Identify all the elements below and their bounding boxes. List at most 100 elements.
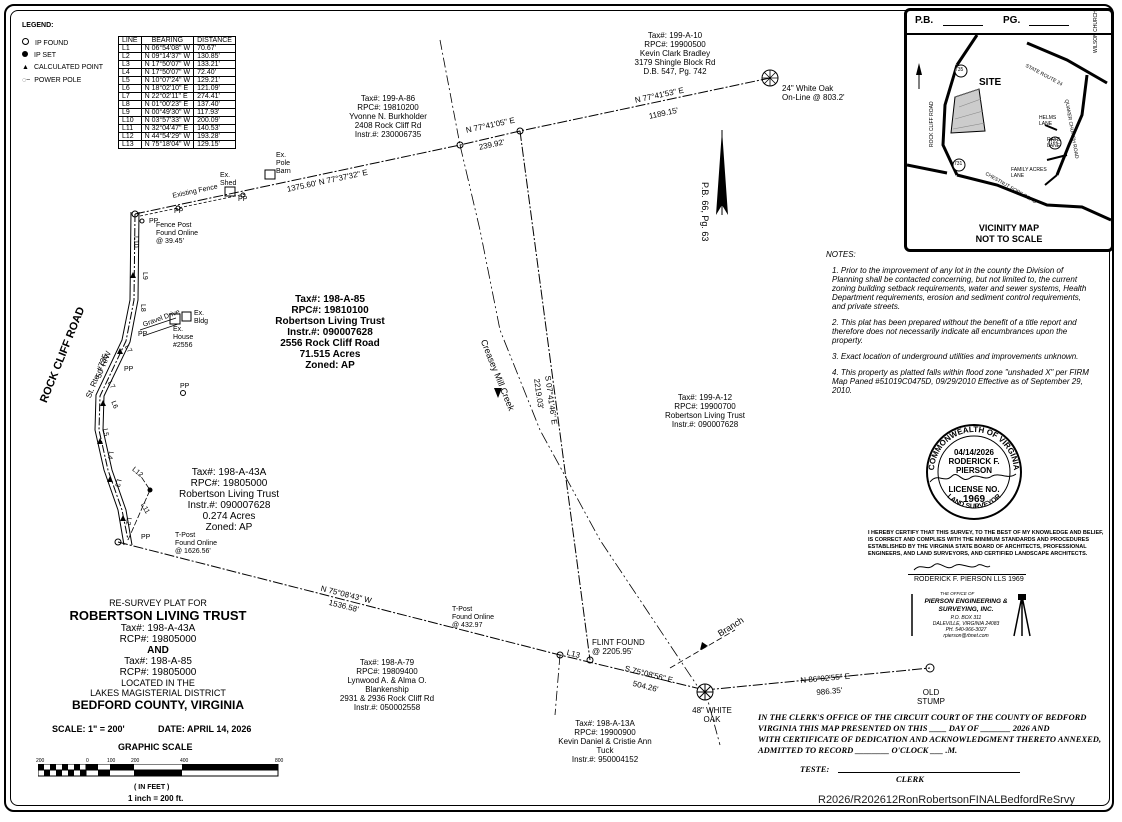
table-cell: L6 bbox=[118, 84, 142, 93]
title-tax2: Tax#: 198-A-85 bbox=[124, 656, 192, 667]
title-tax1: Tax#: 198-A-43A bbox=[120, 623, 196, 634]
office-of-label: THE OFFICE OF bbox=[940, 591, 975, 596]
notes-list: 1. Prior to the improvement of any lot i… bbox=[832, 266, 1094, 402]
table-cell: N 22°02'11" E bbox=[140, 92, 195, 101]
gravel-drive bbox=[139, 317, 177, 331]
file-reference: R2026/R202612RonRobertsonFINALBedfordReS… bbox=[818, 794, 1075, 806]
table-cell: 133.21' bbox=[193, 60, 236, 69]
scale-tick: 200 bbox=[131, 758, 140, 764]
southeast-boundary bbox=[704, 667, 931, 691]
table-cell: 121.09' bbox=[193, 84, 236, 93]
table-cell: 140.53' bbox=[193, 124, 236, 133]
title-date: DATE: APRIL 14, 2026 bbox=[158, 724, 252, 734]
east-boundary bbox=[519, 130, 591, 661]
route-731-label: 731 bbox=[954, 161, 963, 167]
table-cell: N 17°50'07" W bbox=[140, 60, 195, 69]
vicinity-subtitle: NOT TO SCALE bbox=[975, 234, 1043, 244]
pg-underline bbox=[1029, 25, 1069, 26]
line-label: L2 bbox=[123, 516, 132, 526]
header-bearing: BEARING bbox=[140, 36, 195, 45]
wilson-church-label: WILSON CHURCH bbox=[1093, 10, 1099, 53]
power-pole-icon: ◌~ bbox=[22, 77, 31, 84]
pp-label: PP bbox=[149, 218, 159, 225]
road-edge-east bbox=[102, 211, 140, 546]
table-cell: 130.85' bbox=[193, 52, 236, 61]
legend-item: ▲CALCULATED POINT bbox=[22, 64, 104, 71]
scale-inch: 1 inch = 200 ft. bbox=[128, 794, 184, 803]
graphic-scale-title: GRAPHIC SCALE bbox=[118, 742, 193, 752]
seal-center: 04/14/2026 RODERICK F. PIERSON LICENSE N… bbox=[934, 448, 1014, 505]
table-cell: 200.09' bbox=[193, 116, 236, 125]
table-cell: N 06°54'08" W bbox=[140, 44, 195, 53]
table-cell: N 00°49'30" W bbox=[140, 108, 195, 117]
small-parcel-line bbox=[127, 474, 151, 541]
vicinity-divider bbox=[907, 33, 1111, 35]
pole-barn-icon bbox=[264, 169, 276, 180]
table-cell: N 01°00'23" E bbox=[140, 100, 195, 109]
vicinity-map: P.B. PG. SITE 735 731 722 STATE ROUTE 2 bbox=[904, 8, 1114, 252]
pp-label: PP bbox=[124, 366, 134, 373]
rays-lane-label: RAYS LANE bbox=[1047, 137, 1061, 149]
site-label: SITE bbox=[979, 77, 1002, 88]
clerk-statement: IN THE CLERK'S OFFICE OF THE CIRCUIT COU… bbox=[758, 712, 1102, 755]
certification-signer: RODERICK F. PIERSON LLS 1969 bbox=[914, 576, 1024, 583]
branch-arrow bbox=[700, 642, 708, 650]
office-logo bbox=[911, 594, 1031, 637]
table-cell: L4 bbox=[118, 68, 142, 77]
house-icon bbox=[169, 313, 181, 325]
title-and: AND bbox=[147, 645, 169, 656]
pp-label: PP bbox=[174, 208, 184, 215]
table-cell: L5 bbox=[118, 76, 142, 85]
table-cell: L13 bbox=[118, 140, 142, 149]
creek-flow-arrow bbox=[494, 388, 502, 398]
seal-signature-mark bbox=[929, 473, 1017, 483]
branch-line bbox=[669, 629, 736, 669]
existing-fence-line bbox=[139, 193, 246, 217]
route-722-label: 722 bbox=[1050, 139, 1059, 145]
rock-cliff-road-label: ROCK CLIFF ROAD bbox=[929, 101, 935, 147]
road-edge-west bbox=[94, 211, 132, 546]
ex-house-label: Ex.House#2556 bbox=[173, 326, 194, 349]
pb-reference-label: P.B. 66, Pg. 63 bbox=[700, 182, 710, 242]
table-cell: L11 bbox=[118, 124, 142, 133]
north-boundary bbox=[134, 77, 771, 215]
table-cell: L10 bbox=[118, 116, 142, 125]
legend-item: IP SET bbox=[22, 51, 103, 64]
certification-line bbox=[908, 574, 1026, 575]
table-cell: L12 bbox=[118, 132, 142, 141]
table-cell: L1 bbox=[118, 44, 142, 53]
shed-icon bbox=[224, 186, 236, 197]
title-located: LOCATED IN THE bbox=[121, 678, 195, 688]
table-cell: N 17°50'07" W bbox=[140, 68, 195, 77]
ex-bldg-label: Ex.Bldg bbox=[194, 310, 209, 325]
circle-filled-icon bbox=[22, 51, 28, 57]
title-block: RE-SURVEY PLAT FOR ROBERTSON LIVING TRUS… bbox=[40, 598, 276, 713]
ex-shed-label: Ex.Shed bbox=[220, 172, 237, 187]
line-label: L5 bbox=[101, 428, 110, 437]
scale-tick: 400 bbox=[180, 758, 189, 764]
title-scale: SCALE: 1" = 200' bbox=[52, 724, 125, 734]
note-item: 3. Exact location of underground utiliti… bbox=[832, 352, 1079, 361]
route-735-label: 735 bbox=[955, 67, 964, 73]
table-cell: L8 bbox=[118, 100, 142, 109]
title-county: BEDFORD COUNTY, VIRGINIA bbox=[71, 698, 244, 712]
north-arrow-head bbox=[716, 130, 728, 215]
table-cell: 117.93' bbox=[193, 108, 236, 117]
title-rcp2: RCP#: 19805000 bbox=[119, 667, 197, 678]
legend-item: IP FOUND bbox=[22, 38, 103, 51]
scale-tick: 0 bbox=[86, 758, 89, 764]
legend-list: IP FOUND IP SET ▲CALCULATED POINT ◌~POWE… bbox=[22, 38, 103, 90]
